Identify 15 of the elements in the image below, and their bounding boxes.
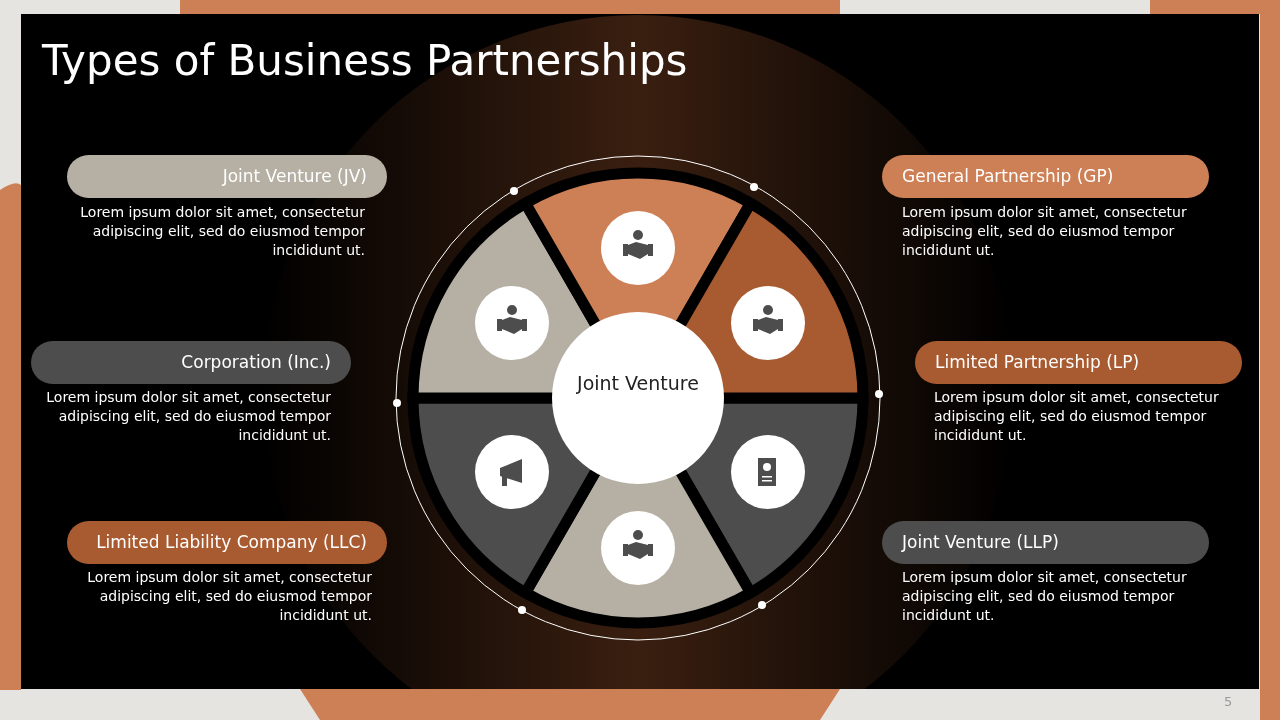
description-text: Lorem ipsum dolor sit amet, consectetur adipiscing elit, sed do eiusmod tempor incididunt ut. [86,568,372,625]
title-pill: Joint Venture (LLP) [882,521,1209,564]
page-number: 5 [1224,694,1233,709]
description-text: Lorem ipsum dolor sit amet, consectetur adipiscing elit, sed do eiusmod tempor incididunt ut. [79,203,365,260]
description-text: Lorem ipsum dolor sit amet, consectetur adipiscing elit, sed do eiusmod tempor incididunt ut. [902,568,1188,625]
title-pill: Limited Partnership (LP) [915,341,1242,384]
description-text: Lorem ipsum dolor sit amet, consectetur adipiscing elit, sed do eiusmod tempor incididunt ut. [934,388,1220,445]
title-pill: Limited Liability Company (LLC) [67,521,387,564]
description-text: Lorem ipsum dolor sit amet, consectetur adipiscing elit, sed do eiusmod tempor incididunt ut. [45,388,331,445]
title-pill: General Partnership (GP) [882,155,1209,198]
title-pill: Corporation (Inc.) [31,341,351,384]
center-label: Joint Venture [577,372,699,394]
slide-title: Types of Business Partnerships [42,36,688,85]
title-pill: Joint Venture (JV) [67,155,387,198]
description-text: Lorem ipsum dolor sit amet, consectetur adipiscing elit, sed do eiusmod tempor incididunt ut. [902,203,1188,260]
